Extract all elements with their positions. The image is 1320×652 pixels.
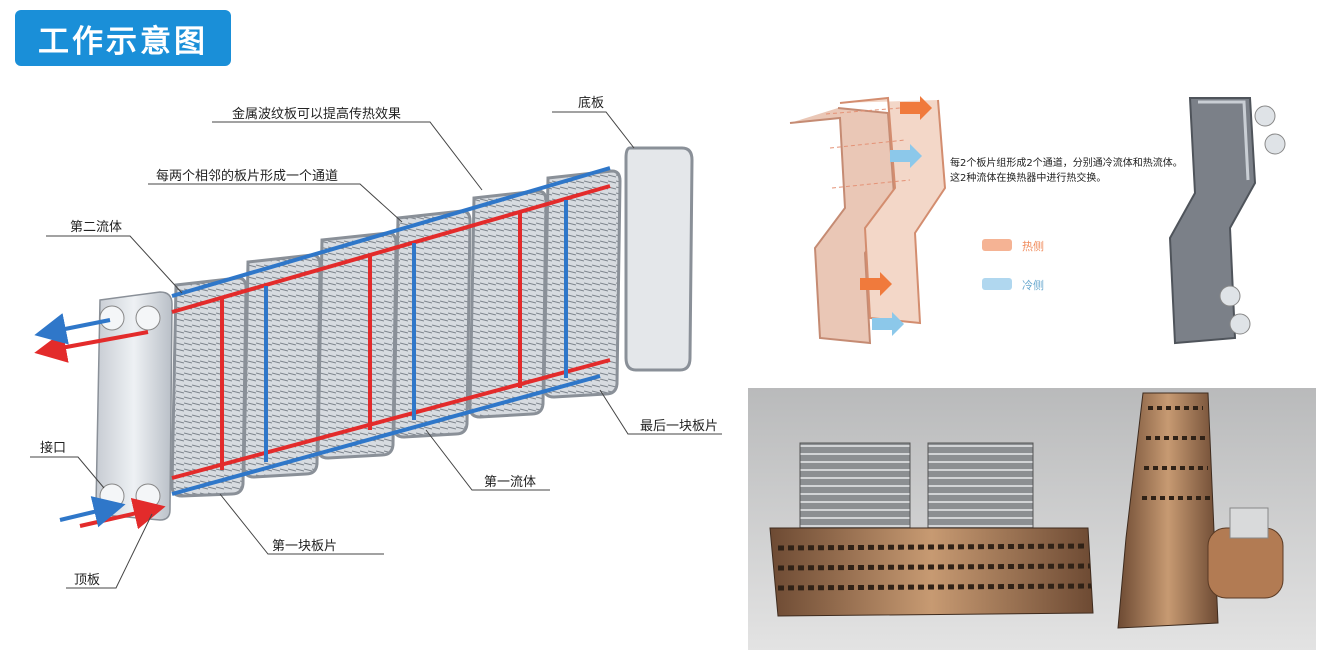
port-cutaway-illustration — [769, 442, 1094, 617]
plate-stack — [170, 169, 622, 498]
legend-cold-label: 冷侧 — [1022, 279, 1044, 292]
panel-note-line1: 每2个板片组形成2个通道，分别通冷流体和热流体。 — [950, 156, 1183, 169]
page-title: 工作示意图 — [15, 10, 231, 66]
label-corrugated: 金属波纹板可以提高传热效果 — [232, 106, 401, 122]
legend-hot-label: 热侧 — [1022, 240, 1044, 253]
cold-flow-lines — [34, 166, 611, 528]
cutaway-photo-panel — [748, 388, 1316, 650]
leader-lines — [30, 111, 722, 589]
label-base-plate: 底板 — [578, 95, 604, 111]
exchanger-3d-illustration — [1168, 97, 1286, 345]
top-plate — [95, 291, 173, 521]
label-fluid1: 第一流体 — [484, 475, 536, 490]
exchanger-exploded-diagram: 第二流体 金属波纹板可以提高传热效果 每两个相邻的板片形成一个通道 底板 接口 … — [30, 95, 722, 589]
flow-arrows — [860, 96, 932, 336]
label-port: 接口 — [40, 440, 66, 456]
base-plate — [624, 146, 694, 372]
label-fluid2: 第二流体 — [70, 220, 122, 235]
label-top-plate: 顶板 — [74, 573, 100, 588]
channel-flow-panel: 每2个板片组形成2个通道，分别通冷流体和热流体。 这2种流体在换热器中进行热交换… — [760, 88, 1320, 353]
panel-note-line2: 这2种流体在换热器中进行热交换。 — [950, 171, 1106, 184]
label-first-plate: 第一块板片 — [272, 539, 337, 554]
label-last-plate: 最后一块板片 — [640, 419, 718, 434]
legend-cold-swatch — [982, 278, 1012, 290]
hot-flow-lines — [34, 184, 611, 530]
label-channel: 每两个相邻的板片形成一个通道 — [156, 168, 338, 184]
legend-hot-swatch — [982, 239, 1012, 251]
plate-section-illustration — [1117, 392, 1284, 629]
